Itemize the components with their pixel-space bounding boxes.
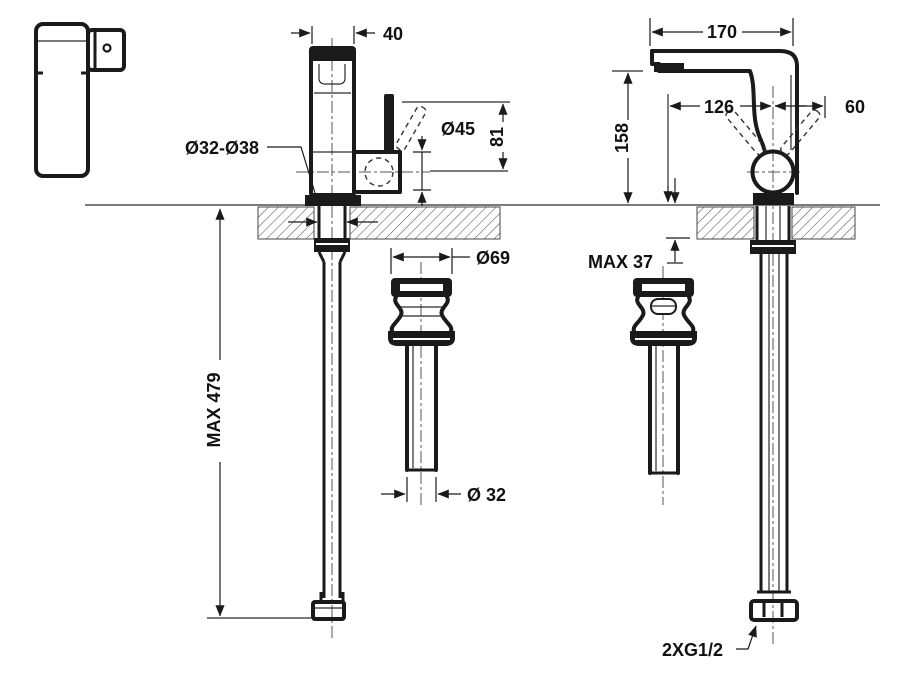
ball-joint xyxy=(750,149,796,195)
centerlines xyxy=(296,38,800,645)
lever-offset-label: 60 xyxy=(845,97,865,117)
lever-position-left-dashed xyxy=(725,109,766,156)
spout-reach-label: 170 xyxy=(707,22,737,42)
faucet-front-view xyxy=(305,46,427,621)
height-81-label: 81 xyxy=(487,127,507,147)
drain-flange-label: Ø69 xyxy=(476,248,510,268)
handle-diameter-label: Ø45 xyxy=(441,119,475,139)
dimension-labels: 40 Ø32-Ø38 Ø45 81 170 126 60 158 Ø69 MAX… xyxy=(185,22,865,660)
base-flange xyxy=(305,195,361,206)
base-flange-side xyxy=(753,193,794,205)
lever-position-right-dashed xyxy=(780,109,821,156)
supply-hose-fitting-side xyxy=(749,599,799,622)
supply-hose-fitting xyxy=(311,600,346,621)
aerator-dot xyxy=(102,43,112,53)
spout-height-label: 158 xyxy=(612,123,632,153)
max-deck-label: MAX 37 xyxy=(588,252,653,272)
faucet-top-view xyxy=(34,22,126,178)
faucet-side-view xyxy=(650,49,821,622)
mounting-deck xyxy=(85,204,880,240)
cartridge-dashed-circle xyxy=(364,157,394,187)
spout-width-label: 40 xyxy=(383,24,403,44)
popup-drain-right xyxy=(630,278,697,475)
drain-tube-label: Ø 32 xyxy=(467,485,506,505)
dimension-lines xyxy=(207,18,826,650)
outlet-offset-label: 126 xyxy=(704,97,734,117)
hose-connection-label: 2XG1/2 xyxy=(662,640,723,660)
hole-diameter-label: Ø32-Ø38 xyxy=(185,138,259,158)
handle-lever-rotated-dashed xyxy=(395,105,427,151)
spout-aerator xyxy=(654,63,684,72)
handle-lever xyxy=(384,94,394,152)
popup-drain-left xyxy=(388,278,455,472)
max-hose-length-label: MAX 479 xyxy=(204,372,224,447)
